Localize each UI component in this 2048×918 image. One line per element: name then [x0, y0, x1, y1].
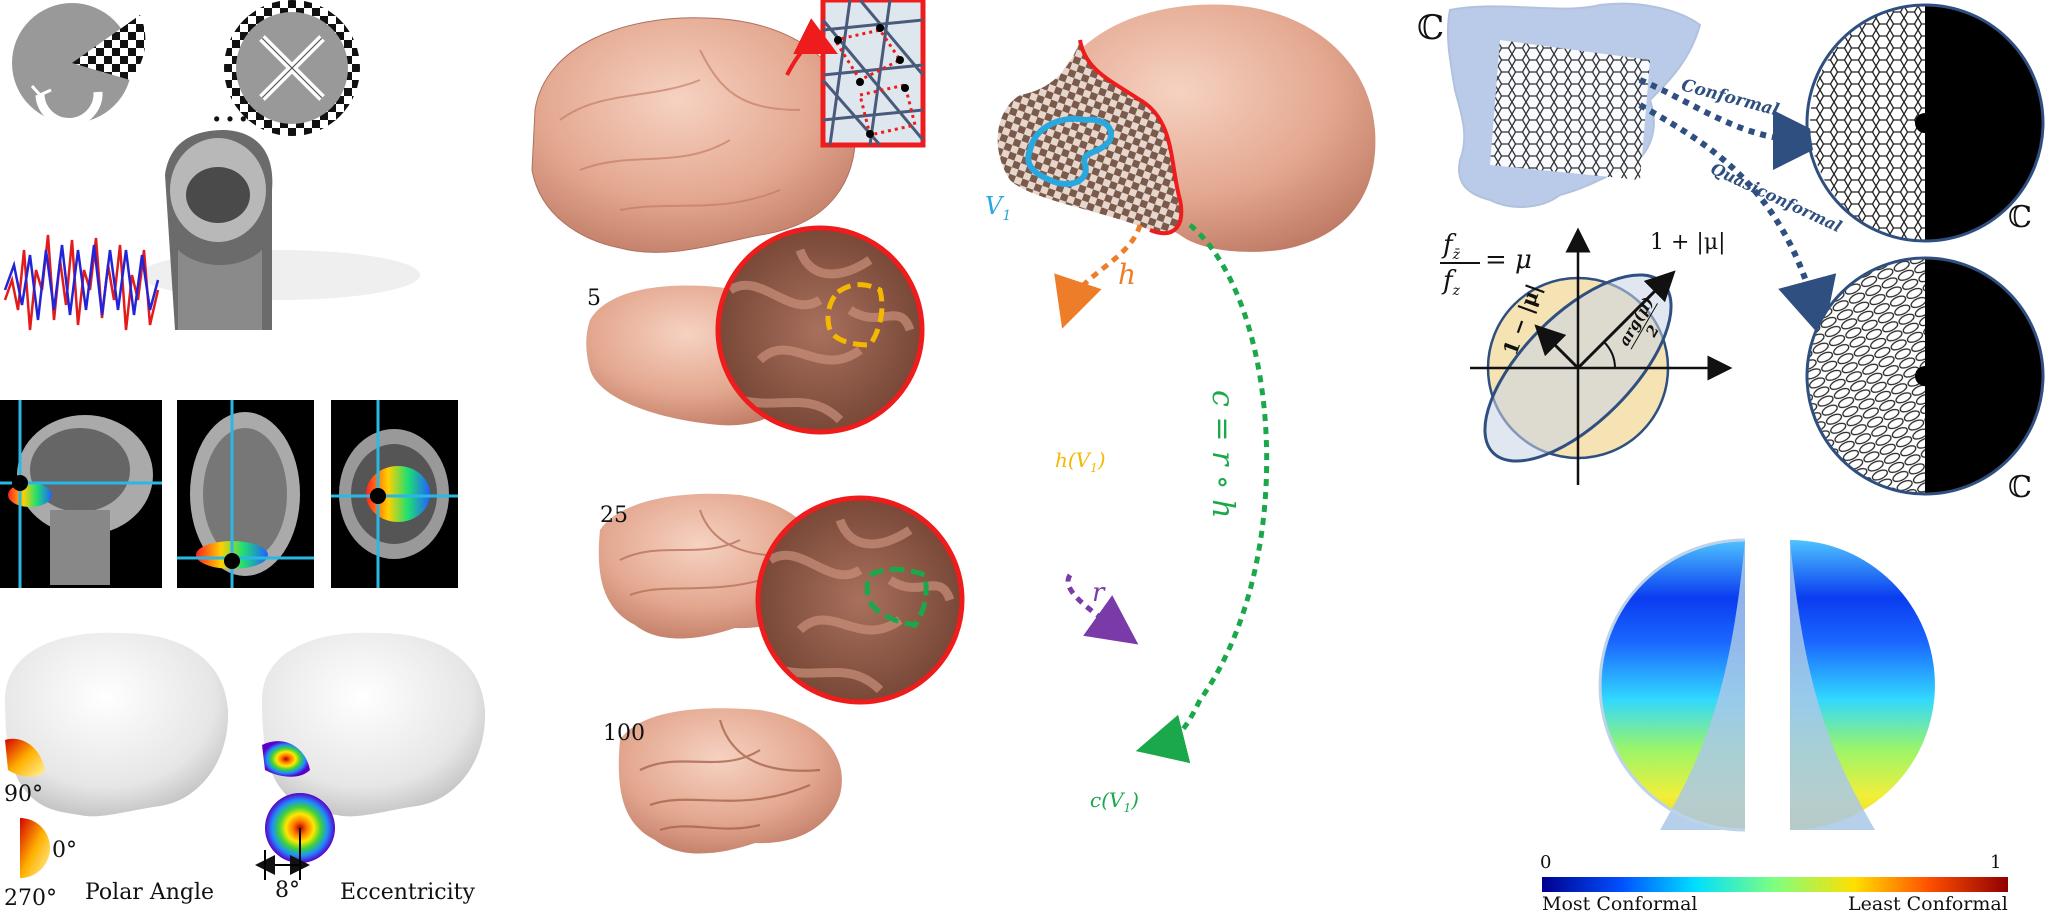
mri-coronal — [331, 400, 458, 588]
complex-plane-symbol-conformal: ℂ — [2008, 200, 2032, 235]
zoom-arrow — [785, 18, 838, 76]
mri-sagittal — [0, 400, 162, 588]
surface-level-100 — [618, 708, 842, 854]
cortex-mesh — [531, 17, 857, 253]
eccentricity-legend — [255, 793, 335, 880]
conformal-disk — [1805, 3, 2045, 243]
cortex-with-v1 — [997, 4, 1376, 252]
colorbar-max: 1 — [1990, 852, 2002, 873]
polar-angle-270: 270° — [4, 886, 57, 911]
wedge-stimulus — [12, 3, 146, 128]
smoothing-level-5: 5 — [587, 286, 601, 311]
quasiconformal-disk — [1805, 256, 2045, 496]
c-composition-label: c = r ∘ h — [1205, 390, 1240, 519]
hv1-label: h(V1) — [1055, 448, 1106, 475]
r-arrow — [1065, 573, 1139, 645]
eccentricity-size-label: 8° — [275, 878, 300, 903]
beltrami-diagram — [1470, 227, 1733, 485]
mesh-zoom-inset — [820, 0, 926, 148]
beltrami-numerator: fz̄ — [1443, 230, 1461, 264]
cv1-label: c(V1) — [1090, 788, 1139, 815]
beltrami-equation: = μ — [1485, 245, 1532, 275]
polar-angle-caption: Polar Angle — [85, 880, 215, 905]
complex-plane-region — [1446, 2, 1702, 208]
r-label: r — [1092, 578, 1105, 608]
polar-angle-legend — [20, 818, 50, 878]
quasiconformal-arrow — [1638, 102, 1837, 339]
quasiconformal-map-disk — [755, 495, 965, 705]
major-axis-label: 1 + |μ| — [1650, 230, 1726, 255]
mri-head-image — [140, 130, 420, 330]
beltrami-denominator: fz — [1443, 266, 1461, 300]
conformality-hemisphere-right — [1790, 540, 1935, 830]
v1-label: V1 — [985, 192, 1012, 224]
bold-timeseries — [3, 234, 160, 331]
colorbar-min: 0 — [1540, 852, 1552, 873]
ring-stimulus — [224, 0, 360, 136]
polar-angle-0: 0° — [52, 838, 77, 863]
h-label: h — [1118, 258, 1137, 291]
ellipsis: … — [210, 85, 250, 131]
colorbar-left-caption: Most Conformal — [1542, 893, 1698, 915]
polar-angle-brain — [5, 632, 229, 817]
h-arrow — [1054, 224, 1143, 329]
harmonic-map-disk — [715, 225, 925, 435]
smoothing-level-100: 100 — [603, 721, 645, 746]
c-arrow — [1135, 223, 1270, 764]
mri-axial — [177, 400, 314, 588]
smoothing-level-25: 25 — [600, 503, 628, 528]
colorbar-right-caption: Least Conformal — [1848, 893, 2008, 915]
polar-angle-90: 90° — [4, 782, 43, 807]
colorbar-gradient — [1542, 877, 2008, 892]
eccentricity-caption: Eccentricity — [340, 880, 475, 905]
eccentricity-brain — [262, 632, 486, 817]
complex-plane-symbol-quasiconformal: ℂ — [2008, 470, 2032, 505]
conformal-arrow — [1638, 77, 1833, 170]
complex-plane-symbol-source: ℂ — [1417, 8, 1445, 48]
conformality-hemisphere-left — [1598, 538, 1746, 832]
